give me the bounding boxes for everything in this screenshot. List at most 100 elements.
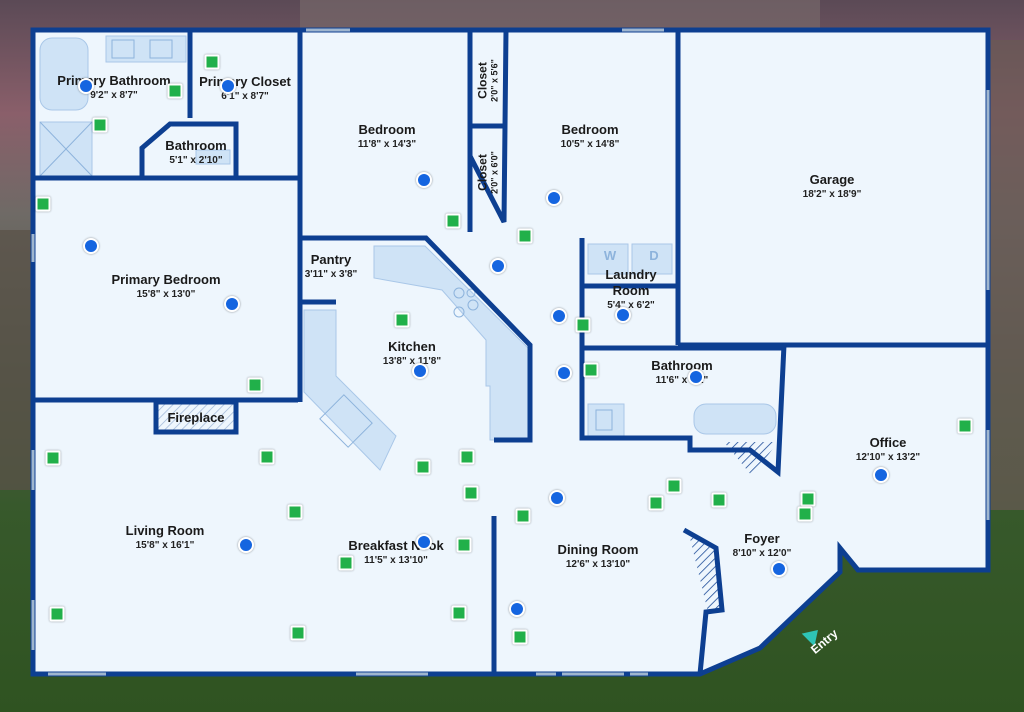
- photo-pin-icon[interactable]: [800, 491, 816, 507]
- photo-pin-icon[interactable]: [338, 555, 354, 571]
- panorama-pin-icon[interactable]: [490, 258, 506, 274]
- room-dims: 12'10" x 13'2": [855, 452, 921, 463]
- photo-pin-icon[interactable]: [49, 606, 65, 622]
- room-dims: 3'11" x 3'8": [304, 269, 358, 280]
- panorama-pin-icon[interactable]: [412, 363, 428, 379]
- photo-pin-icon[interactable]: [92, 117, 108, 133]
- room-name: Laundry Room: [605, 267, 657, 298]
- washer-label: W: [603, 248, 617, 263]
- room-dims: 11'8" x 14'3": [357, 139, 417, 150]
- photo-pin-icon[interactable]: [575, 317, 591, 333]
- room-name: Office: [869, 435, 907, 450]
- room-dining-room: Dining Room 12'6" x 13'10": [558, 542, 639, 571]
- room-name: Primary Closet: [199, 74, 291, 89]
- room-dims: 12'6" x 13'10": [565, 559, 631, 570]
- room-name: Pantry: [310, 252, 352, 267]
- photo-pin-icon[interactable]: [287, 504, 303, 520]
- panorama-pin-icon[interactable]: [416, 172, 432, 188]
- room-dims: 9'2" x 8'7": [90, 90, 138, 101]
- room-dims: 10'5" x 14'8": [560, 139, 620, 150]
- room-bathroom-small: Bathroom 5'1" x 2'10": [165, 138, 226, 167]
- room-name: Dining Room: [557, 542, 639, 557]
- photo-pin-icon[interactable]: [415, 459, 431, 475]
- panorama-pin-icon[interactable]: [509, 601, 525, 617]
- photo-pin-icon[interactable]: [459, 449, 475, 465]
- room-pantry: Pantry 3'11" x 3'8": [305, 252, 358, 281]
- room-name: Primary Bedroom: [111, 272, 221, 287]
- room-dims: 11'5" x 13'10": [364, 555, 428, 566]
- panorama-pin-icon[interactable]: [549, 490, 565, 506]
- photo-pin-icon[interactable]: [167, 83, 183, 99]
- panorama-pin-icon[interactable]: [556, 365, 572, 381]
- room-name: Bedroom: [358, 122, 416, 137]
- room-dims: 15'8" x 13'0": [136, 289, 196, 300]
- photo-pin-icon[interactable]: [797, 506, 813, 522]
- photo-pin-icon[interactable]: [517, 228, 533, 244]
- room-office: Office 12'10" x 13'2": [856, 435, 920, 464]
- photo-pin-icon[interactable]: [463, 485, 479, 501]
- panorama-pin-icon[interactable]: [224, 296, 240, 312]
- panorama-pin-icon[interactable]: [873, 467, 889, 483]
- room-name: Kitchen: [388, 339, 436, 354]
- room-kitchen: Kitchen 13'8" x 11'8": [383, 339, 441, 368]
- room-name: Primary Bathroom: [57, 73, 171, 88]
- room-primary-bathroom: Primary Bathroom 9'2" x 8'7": [57, 73, 170, 102]
- panorama-pin-icon[interactable]: [551, 308, 567, 324]
- room-dims: 13'8" x 11'8": [382, 356, 442, 367]
- room-name: Bedroom: [561, 122, 619, 137]
- background-roof: [300, 0, 820, 28]
- photo-pin-icon[interactable]: [583, 362, 599, 378]
- room-dims: 15'8" x 16'1": [135, 540, 195, 551]
- panorama-pin-icon[interactable]: [78, 78, 94, 94]
- fireplace-hatch: [158, 404, 234, 430]
- panorama-pin-icon[interactable]: [546, 190, 562, 206]
- room-name: Bathroom: [165, 138, 227, 153]
- room-living-room: Living Room 15'8" x 16'1": [126, 523, 205, 552]
- room-name: Closet: [475, 62, 490, 99]
- panorama-pin-icon[interactable]: [615, 307, 631, 323]
- dryer-label: D: [649, 248, 659, 263]
- panorama-pin-icon[interactable]: [416, 534, 432, 550]
- panorama-pin-icon[interactable]: [220, 78, 236, 94]
- room-dims: 5'1" x 2'10": [169, 155, 223, 166]
- panorama-pin-icon[interactable]: [771, 561, 787, 577]
- photo-pin-icon[interactable]: [648, 495, 664, 511]
- panorama-pin-icon[interactable]: [83, 238, 99, 254]
- panorama-pin-icon[interactable]: [688, 369, 704, 385]
- room-dims: 8'10" x 12'0": [732, 548, 792, 559]
- photo-pin-icon[interactable]: [451, 605, 467, 621]
- photo-pin-icon[interactable]: [394, 312, 410, 328]
- photo-pin-icon[interactable]: [204, 54, 220, 70]
- room-bedroom-2: Bedroom 10'5" x 14'8": [561, 122, 620, 151]
- foyer-wall-hatch: [688, 530, 720, 612]
- photo-pin-icon[interactable]: [45, 450, 61, 466]
- photo-pin-icon[interactable]: [247, 377, 263, 393]
- windows: [31, 28, 990, 676]
- room-primary-closet: Primary Closet 6'1" x 8'7": [199, 74, 291, 103]
- photo-pin-icon[interactable]: [957, 418, 973, 434]
- room-laundry: Laundry Room 5'4" x 6'2": [596, 267, 666, 312]
- room-dims: 18'2" x 18'9": [802, 189, 862, 200]
- photo-pin-icon[interactable]: [445, 213, 461, 229]
- room-name: Living Room: [125, 523, 205, 538]
- photo-pin-icon[interactable]: [35, 196, 51, 212]
- room-name: Bathroom: [651, 358, 713, 373]
- photo-pin-icon[interactable]: [666, 478, 682, 494]
- photo-pin-icon[interactable]: [259, 449, 275, 465]
- room-bedroom-1: Bedroom 11'8" x 14'3": [358, 122, 416, 151]
- photo-pin-icon[interactable]: [290, 625, 306, 641]
- photo-pin-icon[interactable]: [711, 492, 727, 508]
- photo-pin-icon[interactable]: [456, 537, 472, 553]
- fixture-details: [39, 39, 613, 448]
- room-dims: 2'0" x 5'6": [489, 59, 500, 102]
- photo-pin-icon[interactable]: [515, 508, 531, 524]
- panorama-pin-icon[interactable]: [238, 537, 254, 553]
- room-dims: 6'1" x 8'7": [221, 91, 269, 102]
- room-dims: 5'4" x 6'2": [607, 300, 655, 311]
- room-primary-bedroom: Primary Bedroom 15'8" x 13'0": [111, 272, 220, 301]
- photo-pin-icon[interactable]: [512, 629, 528, 645]
- room-dims: 2'0" x 6'0": [489, 151, 500, 194]
